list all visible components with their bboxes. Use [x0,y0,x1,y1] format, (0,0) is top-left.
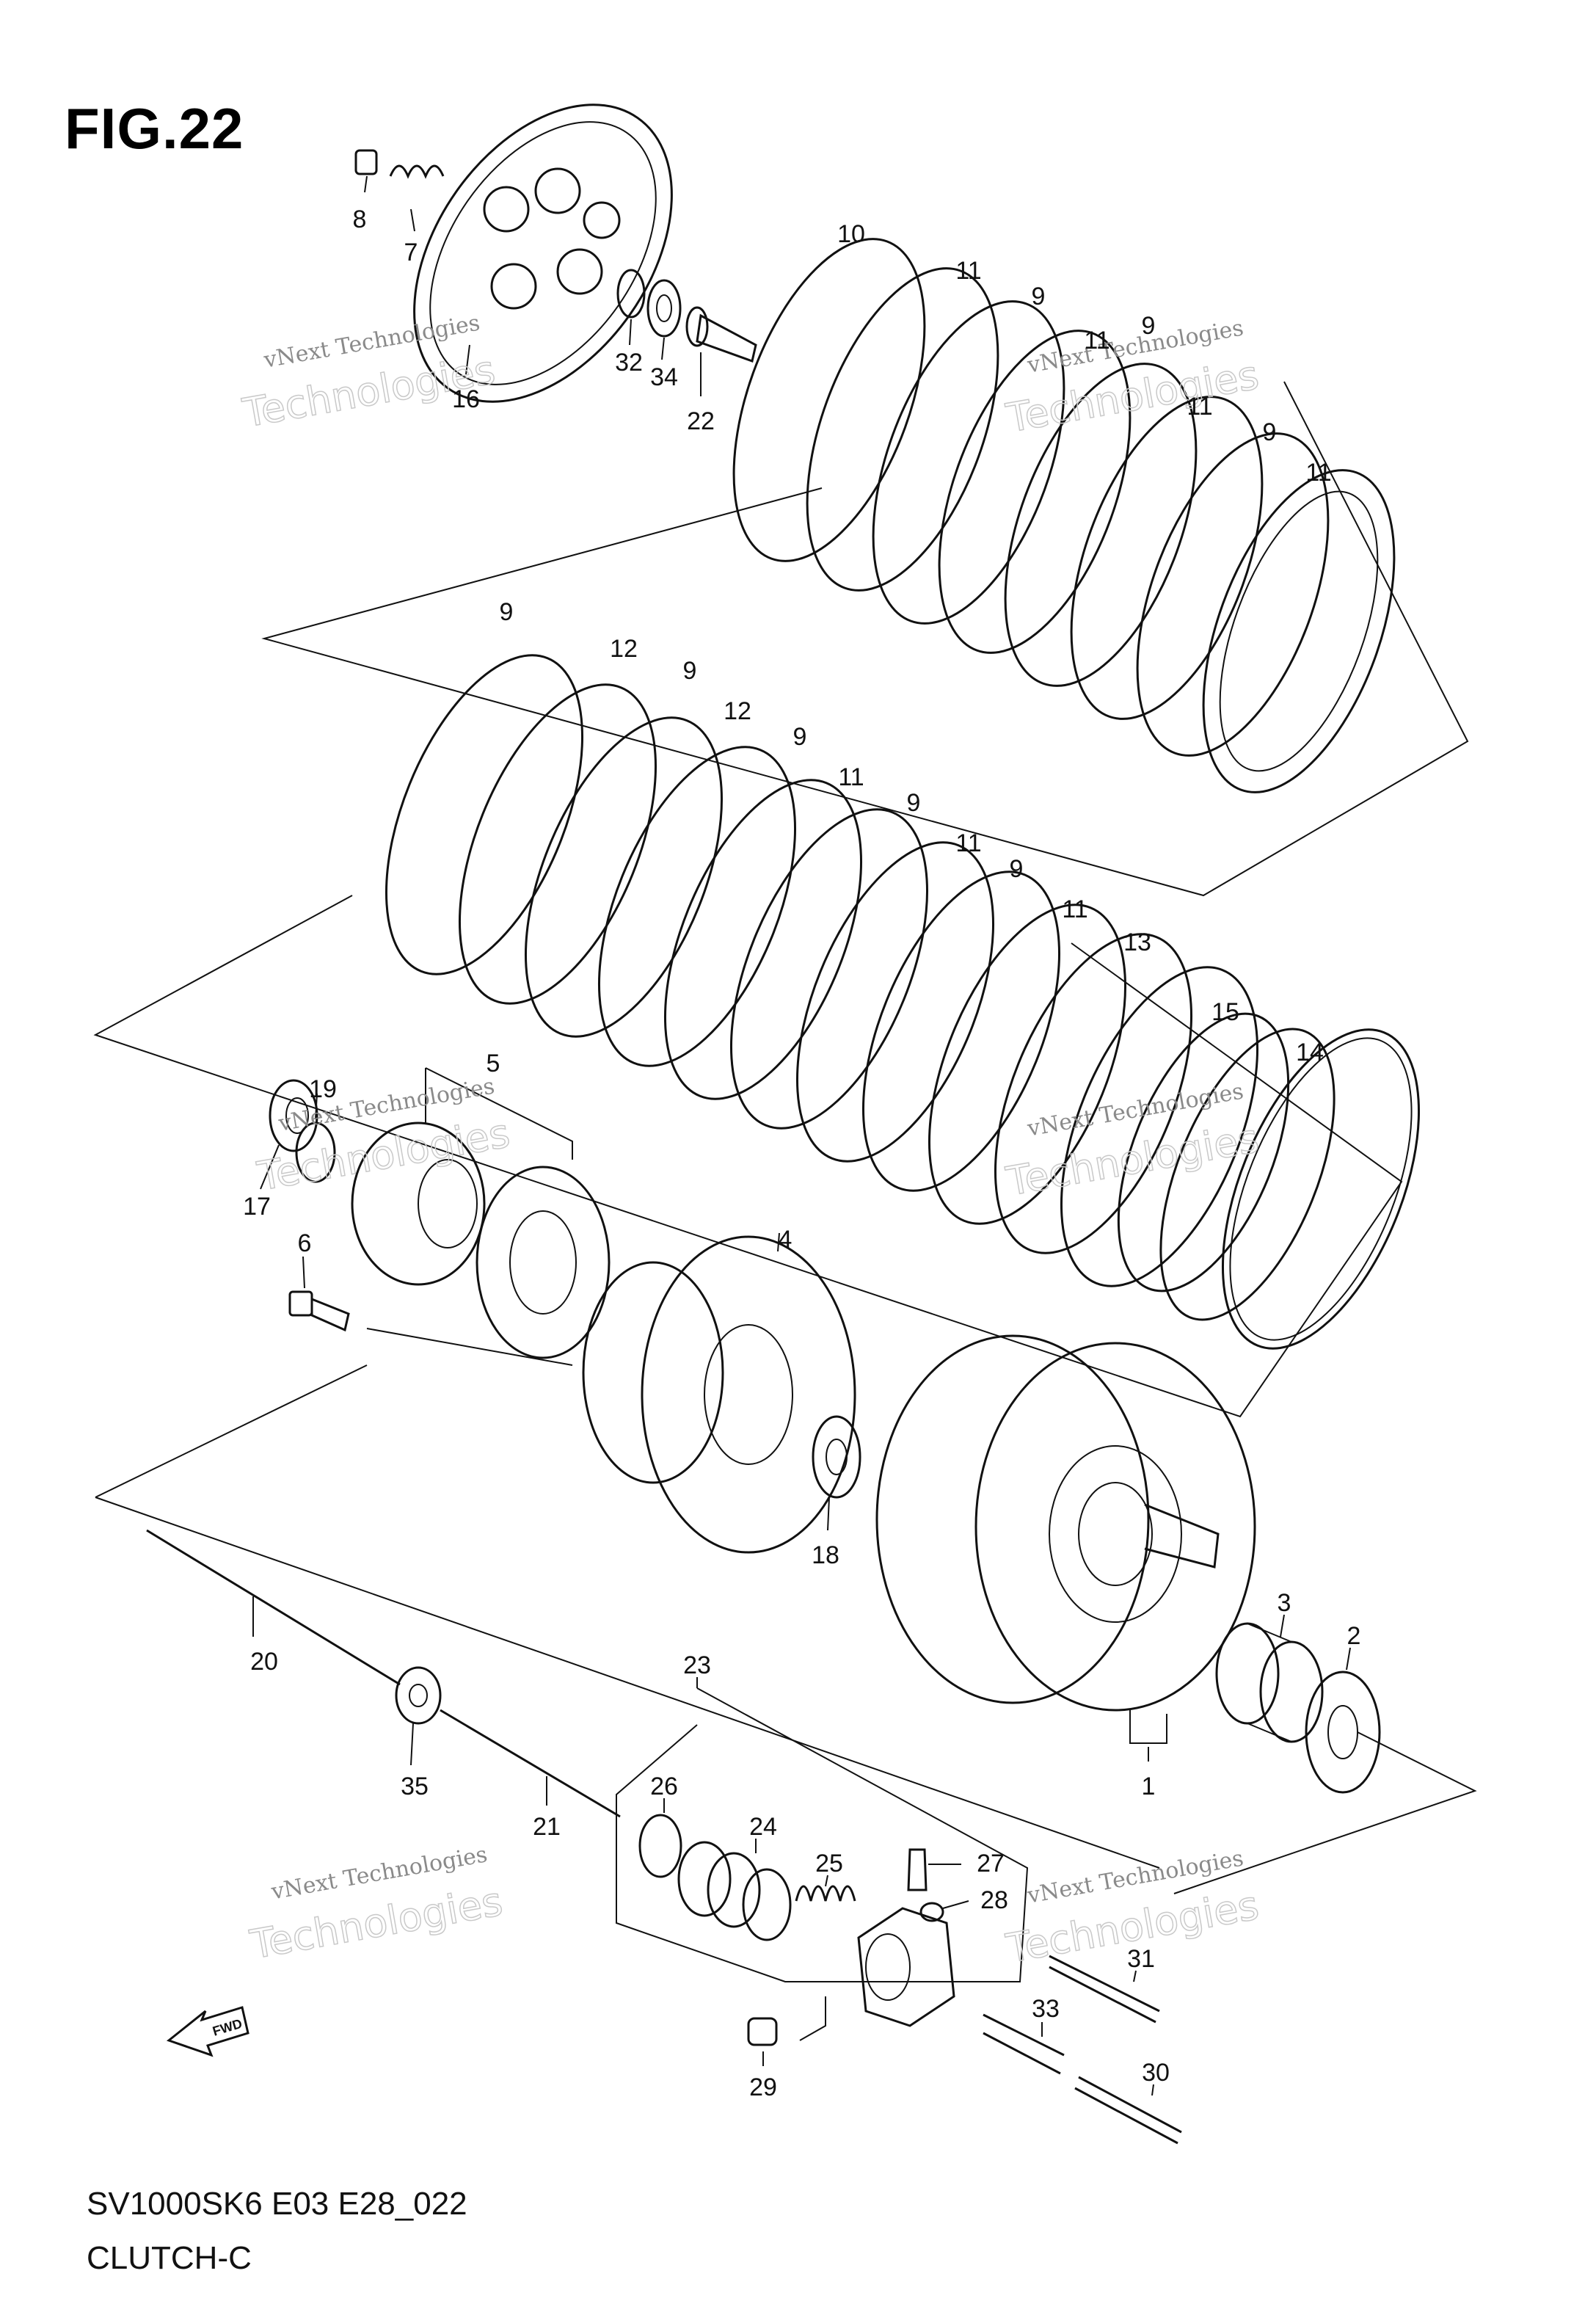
part-35-oil-seal [395,1666,442,1766]
callout-11g: 11 [1062,895,1087,923]
callout-7: 7 [404,239,418,266]
callout-4: 4 [779,1226,792,1254]
part-28-cap [919,1900,969,1922]
part-23-release-cylinder-frame [616,1677,1029,1982]
watermark-1: vNext Technologies Technologies [238,310,499,437]
callout-11f: 11 [955,829,981,857]
part-32-washer [616,269,646,346]
part-7-spring [389,164,445,232]
callout-25: 25 [815,1850,843,1877]
part-17-nut [260,1079,318,1190]
callout-11b: 11 [1084,327,1109,355]
callout-24: 24 [749,1813,777,1841]
part-5-hub-assembly [351,1067,611,1366]
frame-plate-group-lower [93,895,1403,1418]
frame-plate-group-upper [261,381,1469,897]
callout-11c: 11 [1187,393,1212,421]
part-21-pushrod [440,1709,621,1818]
callout-9g: 9 [907,789,921,817]
callout-27: 27 [977,1850,1005,1877]
part-25-spring [795,1875,856,1902]
callout-8: 8 [353,206,367,233]
part-31-bolt [1049,1955,1160,2024]
part-29-dowel-pin [747,1996,826,2066]
callout-18: 18 [812,1541,839,1569]
part-18-washer [812,1415,861,1531]
callout-9h: 9 [1010,855,1024,883]
callout-17: 17 [243,1193,271,1221]
part-26-circlip [638,1798,682,1878]
model-code: SV1000SK6 E03 E28_022 [87,2186,467,2222]
part-1-clutch-housing [875,1334,1256,1762]
part-16-pressure-plate [413,103,673,403]
part-33-dowel [983,2013,1065,2075]
callout-5: 5 [487,1050,500,1077]
part-2-thrust-washer [1305,1647,1381,1794]
part-30-bolt [1074,2076,1182,2145]
callout-16: 16 [452,385,480,413]
callout-14: 14 [1296,1039,1324,1066]
part-19-washer [295,1093,336,1183]
callout-22: 22 [687,407,715,435]
callout-12a: 12 [610,635,638,663]
callout-13: 13 [1123,928,1151,956]
callout-20: 20 [250,1648,278,1676]
part-20-pushrod [146,1529,401,1686]
callout-11d: 11 [1305,459,1331,487]
callout-34: 34 [650,363,678,391]
callout-32: 32 [615,349,643,377]
part-24-piston [677,1839,792,1941]
callout-33: 33 [1032,1995,1060,2023]
section-name: CLUTCH-C [87,2240,252,2276]
callout-9c: 9 [1263,418,1277,446]
callout-9f: 9 [793,723,807,751]
watermark-5: vNext Technologies Technologies [246,1842,506,1969]
callout-10: 10 [837,220,865,248]
callout-11a: 11 [955,257,981,285]
callouts: 8 7 16 32 34 22 10 11 9 11 9 11 9 11 9 1… [243,206,1360,2101]
callout-3: 3 [1278,1589,1291,1617]
middle-plate-stack [385,654,1336,1321]
part-3-needle-bearing [1215,1614,1324,1743]
callout-12b: 12 [724,697,751,725]
callout-31: 31 [1127,1945,1155,1973]
callout-30: 30 [1142,2059,1170,2087]
part-27-bleeder [907,1848,961,1891]
callout-28: 28 [980,1886,1008,1914]
callout-9d: 9 [500,598,514,626]
part-14-ring [1221,1028,1421,1350]
part-22-push-piece [685,306,757,396]
callout-23: 23 [683,1651,711,1679]
fwd-arrow-icon: FWD [166,2006,249,2057]
callout-21: 21 [533,1813,561,1841]
part-release-cylinder-body [857,1907,955,2027]
frame-release-group [95,1364,1477,1894]
callout-6: 6 [298,1229,312,1257]
callout-9a: 9 [1032,283,1046,310]
callout-15: 15 [1211,998,1239,1026]
callout-19: 19 [309,1075,337,1103]
figure-title: FIG.22 [65,96,244,161]
part-34-bearing [646,279,682,360]
callout-1: 1 [1142,1773,1156,1800]
upper-plate-stack [732,238,1396,793]
part-4-sleeve-hub [582,1232,856,1554]
part-8-bolt [354,149,378,193]
part-6-bolt [288,1256,350,1332]
callout-2: 2 [1347,1622,1361,1650]
callout-35: 35 [401,1773,429,1800]
callout-29: 29 [749,2073,777,2101]
callout-9b: 9 [1142,312,1156,340]
callout-9e: 9 [683,657,697,685]
callout-11e: 11 [838,763,864,791]
callout-26: 26 [650,1773,678,1800]
